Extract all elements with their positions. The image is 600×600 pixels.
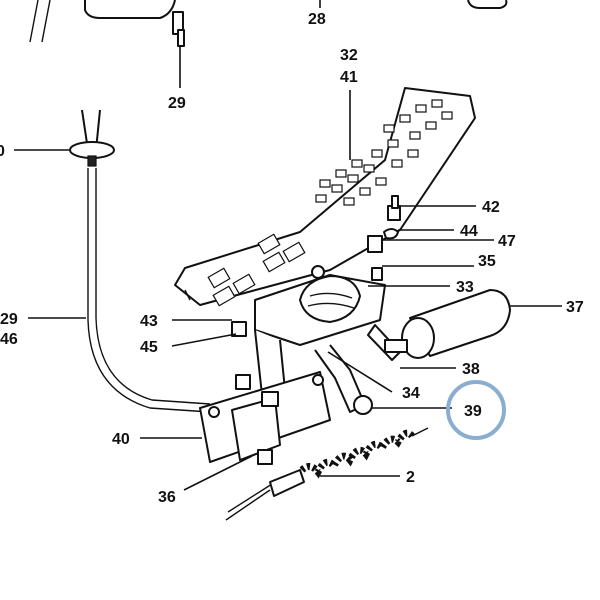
callout-39: 39 — [464, 403, 482, 420]
callout-38: 38 — [462, 361, 480, 378]
callout-2: 2 — [406, 469, 415, 486]
callout-45: 45 — [140, 339, 158, 356]
pedal-plate — [174, 87, 476, 307]
callout-47: 47 — [498, 233, 516, 250]
cable-clamp-plate — [199, 371, 331, 465]
callout-46: 46 — [0, 331, 18, 348]
callout-30: 0 — [0, 143, 5, 160]
lever-bracket — [254, 324, 401, 415]
callout-35: 35 — [478, 253, 496, 270]
callout-labels: 28 29 0 32 41 42 44 47 35 33 37 43 45 29… — [0, 11, 584, 506]
callout-33: 33 — [456, 279, 474, 296]
bolts — [231, 195, 401, 390]
callout-29-top: 29 — [168, 95, 186, 112]
callout-41: 41 — [340, 69, 358, 86]
pedal-hinge-assembly — [254, 265, 386, 346]
callout-28: 28 — [308, 11, 326, 28]
damper-cylinder — [384, 289, 511, 359]
top-linkage-fragment — [29, 0, 508, 47]
callout-32: 32 — [340, 47, 358, 64]
return-spring — [225, 427, 429, 521]
leader-lines — [14, 0, 562, 491]
callout-34: 34 — [402, 385, 420, 402]
throttle-cable — [69, 109, 211, 413]
callout-37: 37 — [566, 299, 584, 316]
callout-42: 42 — [482, 199, 500, 216]
callout-44: 44 — [460, 223, 478, 240]
highlight-circle — [446, 380, 506, 440]
callout-40: 40 — [112, 431, 130, 448]
callout-29-left: 29 — [0, 311, 18, 328]
callout-43: 43 — [140, 313, 158, 330]
callout-36: 36 — [158, 489, 176, 506]
